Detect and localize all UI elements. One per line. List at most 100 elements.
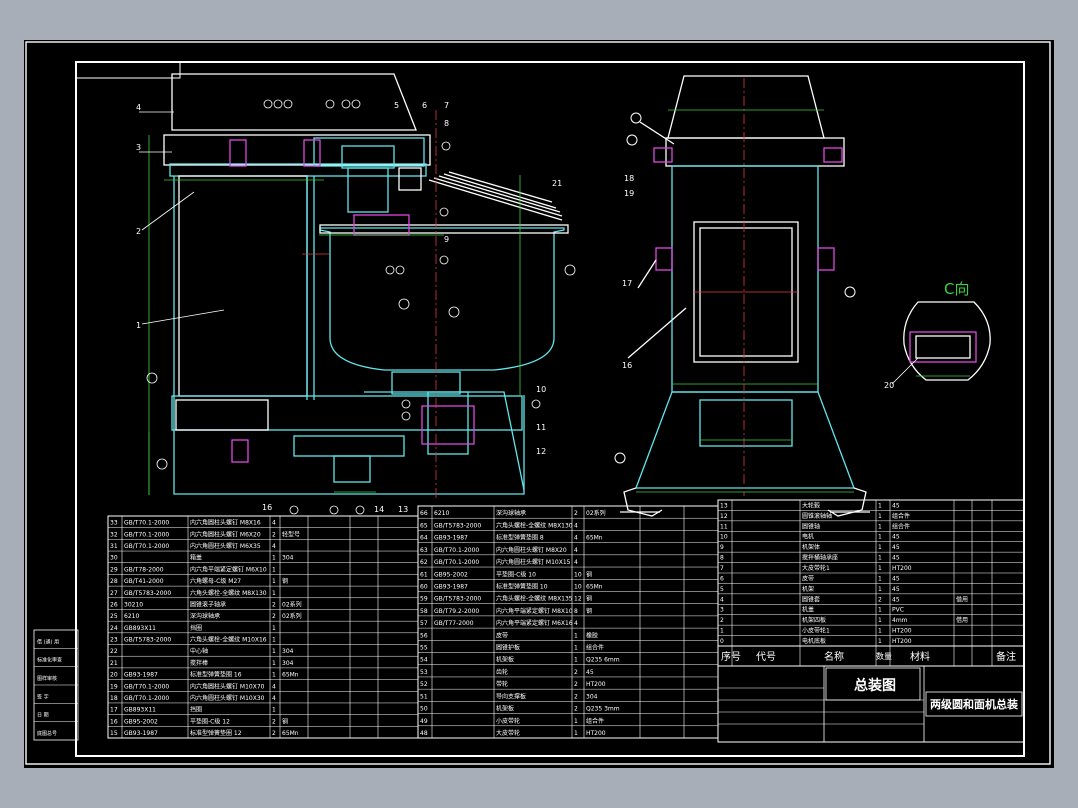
table-cell: 机架四板 bbox=[802, 616, 826, 624]
table-cell: 轻型号 bbox=[282, 530, 300, 538]
table-cell: 圆锥滚子轴承 bbox=[190, 600, 226, 608]
table-cell: 4 bbox=[272, 543, 276, 550]
table-cell: 1 bbox=[878, 607, 882, 614]
balloon-12: 12 bbox=[536, 447, 546, 456]
table-cell: 4 bbox=[574, 535, 578, 542]
table-cell: 22 bbox=[110, 648, 118, 655]
table-cell: 9 bbox=[720, 544, 724, 551]
table-cell: 大皮带轮 bbox=[496, 729, 520, 737]
table-cell: 10 bbox=[574, 583, 582, 590]
table-cell: 深沟球轴承 bbox=[190, 612, 220, 620]
table-cell: 49 bbox=[420, 718, 428, 725]
table-cell: 6210 bbox=[434, 510, 449, 517]
table-cell: 53 bbox=[420, 669, 428, 676]
table-cell: 4 bbox=[574, 559, 578, 566]
cad-viewport[interactable]: 4 3 2 1 5 6 7 8 9 10 11 12 21 16 14 13 bbox=[24, 40, 1054, 768]
table-cell: 电机 bbox=[802, 533, 814, 541]
table-cell: 六角头螺栓-全螺纹 M10X16 bbox=[190, 636, 267, 644]
table-cell: 1 bbox=[272, 672, 276, 679]
table-cell: 45 bbox=[586, 669, 594, 676]
table-cell: 33 bbox=[110, 520, 118, 527]
balloon-21: 21 bbox=[552, 179, 562, 188]
balloon-16: 16 bbox=[262, 503, 272, 512]
table-cell: 54 bbox=[420, 657, 428, 664]
table-cell: 65Mn bbox=[282, 672, 299, 679]
table-cell: 1 bbox=[878, 638, 882, 645]
table-cell: 11 bbox=[720, 523, 728, 530]
table-cell: GB/T5783-2000 bbox=[124, 590, 171, 597]
table-cell: 4 bbox=[272, 695, 276, 702]
balloon-8: 8 bbox=[444, 119, 449, 128]
table-cell: 1 bbox=[878, 617, 882, 624]
table-cell: 内六角平端紧定螺钉 M8X10 bbox=[496, 607, 573, 615]
table-cell: GB/T70.1-2000 bbox=[124, 683, 169, 690]
table-cell: 64 bbox=[420, 535, 428, 542]
table-cell: 1 bbox=[878, 628, 882, 635]
table-cell: 32 bbox=[110, 531, 118, 538]
table-cell: 56 bbox=[420, 632, 428, 639]
table-cell: 小皮带轮1 bbox=[802, 627, 830, 635]
balloon-10: 10 bbox=[536, 385, 546, 394]
table-cell: 2 bbox=[272, 613, 276, 620]
table-cell: 圆锥套 bbox=[802, 595, 820, 603]
table-cell: GB95-2002 bbox=[434, 571, 468, 578]
table-cell: 中心轴 bbox=[190, 647, 208, 655]
table-cell: GB/T70.1-2000 bbox=[124, 520, 169, 527]
table-cell: 钢 bbox=[586, 595, 592, 603]
table-cell: 8 bbox=[574, 608, 578, 615]
table-cell: 内六角圆柱头螺钉 M10X70 bbox=[190, 682, 265, 690]
table-cell: GB95-2002 bbox=[124, 718, 158, 725]
table-cell: 26 bbox=[110, 601, 118, 608]
table-cell: HT200 bbox=[586, 681, 606, 688]
table-cell: 导向支撑板 bbox=[496, 692, 526, 700]
header-xu: 序号 bbox=[721, 650, 741, 663]
table-cell: 借用 bbox=[956, 595, 968, 603]
table-cell: 内六角平端紧定螺钉 M6X16 bbox=[496, 619, 573, 627]
table-cell: 2 bbox=[878, 596, 882, 603]
table-cell: GB/T70.1-2000 bbox=[124, 543, 169, 550]
small-table-cell: 日 期 bbox=[37, 713, 49, 719]
table-cell: GB/T70.1-2000 bbox=[434, 559, 479, 566]
side-balloon-19: 19 bbox=[624, 189, 634, 198]
table-cell: 45 bbox=[892, 575, 900, 582]
table-cell: 1 bbox=[878, 534, 882, 541]
table-cell: 组合件 bbox=[586, 644, 604, 652]
table-cell: Q235 6mm bbox=[586, 657, 620, 664]
balloon-7: 7 bbox=[444, 101, 449, 110]
table-cell: 30 bbox=[110, 555, 118, 562]
table-cell: 304 bbox=[282, 648, 294, 655]
table-cell: 1 bbox=[272, 660, 276, 667]
table-cell: 2 bbox=[272, 718, 276, 725]
balloon-4: 4 bbox=[136, 103, 141, 112]
table-cell: 六角头螺栓-全螺纹 M8X130 bbox=[496, 521, 573, 529]
table-cell: 51 bbox=[420, 693, 428, 700]
inner-border bbox=[75, 61, 1025, 757]
table-cell: 45 bbox=[892, 534, 900, 541]
table-cell: 57 bbox=[420, 620, 428, 627]
table-cell: GB893X11 bbox=[124, 707, 156, 714]
table-cell: 52 bbox=[420, 681, 428, 688]
table-cell: 内六角圆柱头螺钉 M8X20 bbox=[496, 546, 567, 554]
table-cell: 组合件 bbox=[586, 717, 604, 725]
table-cell: 2 bbox=[574, 706, 578, 713]
table-cell: 1 bbox=[272, 637, 276, 644]
table-cell: 4 bbox=[272, 520, 276, 527]
table-cell: 45 bbox=[892, 544, 900, 551]
header-code: 代号 bbox=[756, 651, 776, 663]
table-cell: 带轮 bbox=[496, 680, 508, 688]
header-remark: 备注 bbox=[996, 650, 1016, 663]
table-cell: 45 bbox=[892, 555, 900, 562]
table-cell: 2 bbox=[272, 730, 276, 737]
table-cell: 4 bbox=[574, 547, 578, 554]
table-cell: 8 bbox=[720, 555, 724, 562]
table-cell: 标准型弹簧垫圈 8 bbox=[496, 534, 544, 542]
table-cell: 组合件 bbox=[892, 512, 910, 520]
side-balloon-16: 16 bbox=[622, 361, 632, 370]
table-cell: 皮带 bbox=[496, 631, 508, 639]
table-cell: 2 bbox=[574, 681, 578, 688]
table-cell: 2 bbox=[272, 601, 276, 608]
assembly-drawing: 4 3 2 1 5 6 7 8 9 10 11 12 21 16 14 13 bbox=[25, 41, 1051, 765]
table-cell: 内六角圆柱头螺钉 M10X15 bbox=[496, 558, 571, 566]
table-cell: 1 bbox=[878, 555, 882, 562]
table-cell: 45 bbox=[892, 586, 900, 593]
